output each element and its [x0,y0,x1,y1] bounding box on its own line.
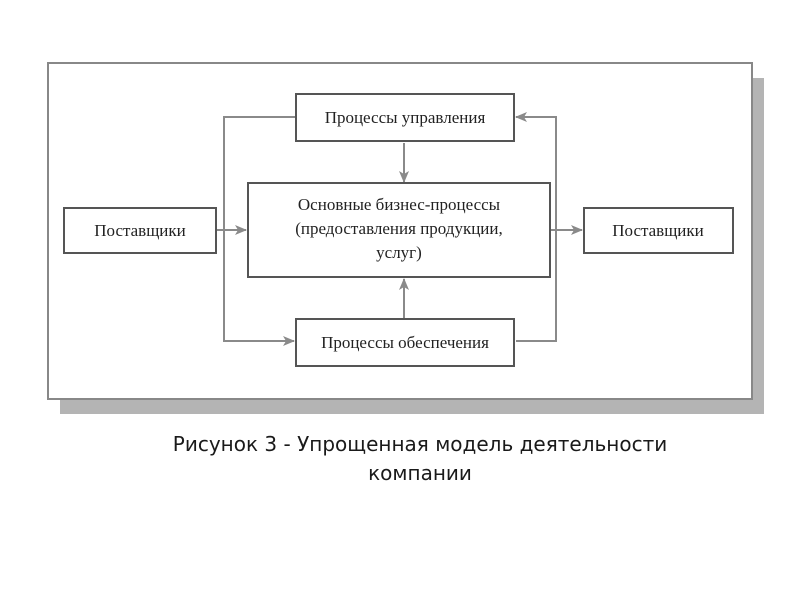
support-label: Процессы обеспечения [321,333,489,352]
connectors [216,112,583,346]
management-label: Процессы управления [325,108,486,127]
caption-line-2: компании [368,461,472,485]
caption-line-1: Рисунок 3 - Упрощенная модель деятельнос… [172,432,668,456]
core-label-line-2: (предоставления продукции, [295,219,503,238]
support-box [295,318,515,367]
figure-caption: Рисунок 3 - Упрощенная модель деятельнос… [100,430,740,488]
suppliers-left-label: Поставщики [94,221,186,240]
management-box [295,93,515,142]
connector-left-top [223,116,296,230]
core-label-line-3: услуг) [376,243,422,262]
arrow-right-to-management [515,112,557,342]
suppliers-right-box [583,207,734,254]
arrow-left-to-support [223,230,295,346]
suppliers-left-box [63,207,217,254]
core-box [247,182,551,278]
suppliers-right-label: Поставщики [612,221,704,240]
core-label-line-1: Основные бизнес-процессы [298,195,501,214]
